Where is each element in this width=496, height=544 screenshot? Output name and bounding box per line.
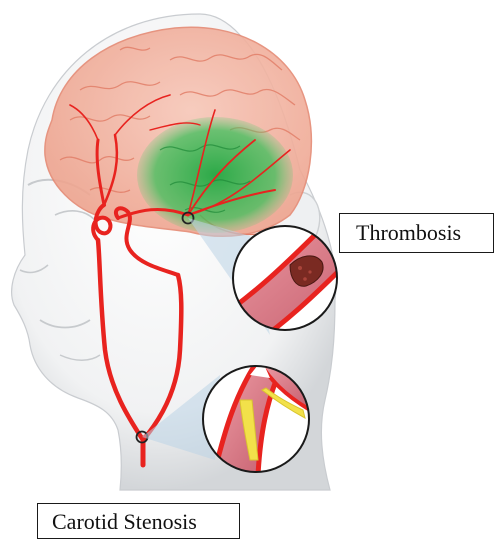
thrombosis-label-text: Thrombosis [356,220,461,245]
carotid-stenosis-label-text: Carotid Stenosis [52,509,197,534]
ischemic-region [137,117,293,233]
carotid-stenosis-label: Carotid Stenosis [37,503,240,539]
thrombosis-label: Thrombosis [339,213,494,253]
